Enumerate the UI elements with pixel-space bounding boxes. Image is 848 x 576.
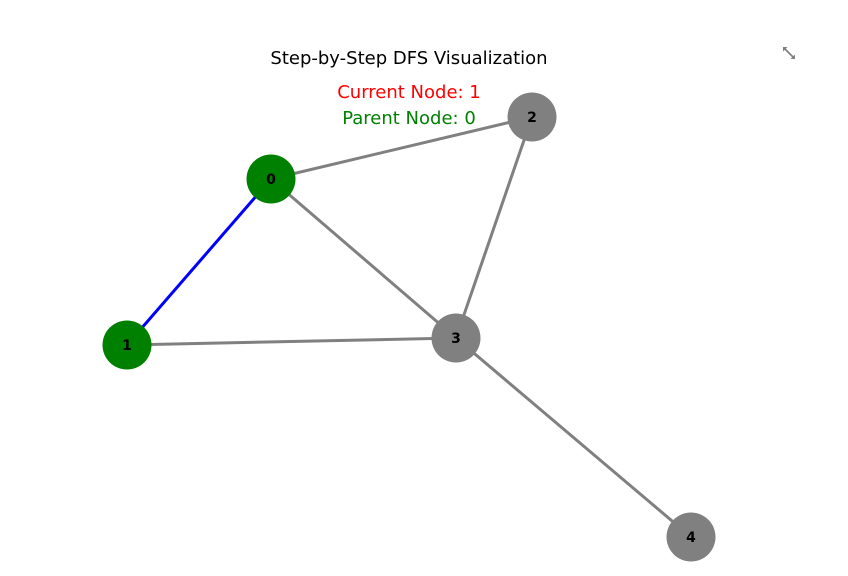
node-4: 4 [666,512,716,562]
edge-3-4 [455,336,692,539]
node-3: 3 [431,313,481,363]
parent-node-label: Parent Node: 0 [342,108,476,129]
node-label-1: 1 [122,338,132,354]
node-circle-4 [666,512,716,562]
edges-layer [125,115,692,539]
current-node-label: Current Node: 1 [337,82,481,103]
node-label-4: 4 [686,530,696,546]
expand-icon[interactable] [779,43,799,63]
edge-2-3 [454,116,534,339]
node-circle-2 [507,92,557,142]
edge-0-2 [270,115,533,181]
node-0: 0 [246,154,296,204]
chart-title: Step-by-Step DFS Visualization [270,48,547,69]
node-1: 1 [102,320,152,370]
node-circle-3 [431,313,481,363]
node-label-3: 3 [451,331,461,347]
nodes-layer: 0 1 2 3 4 [102,92,716,562]
edge-0-1 [125,178,273,346]
node-circle-1 [102,320,152,370]
node-label-2: 2 [527,110,537,126]
node-label-0: 0 [266,172,276,188]
node-2: 2 [507,92,557,142]
edge-1-3 [126,336,457,347]
edge-0-3 [270,177,457,340]
node-circle-0 [246,154,296,204]
